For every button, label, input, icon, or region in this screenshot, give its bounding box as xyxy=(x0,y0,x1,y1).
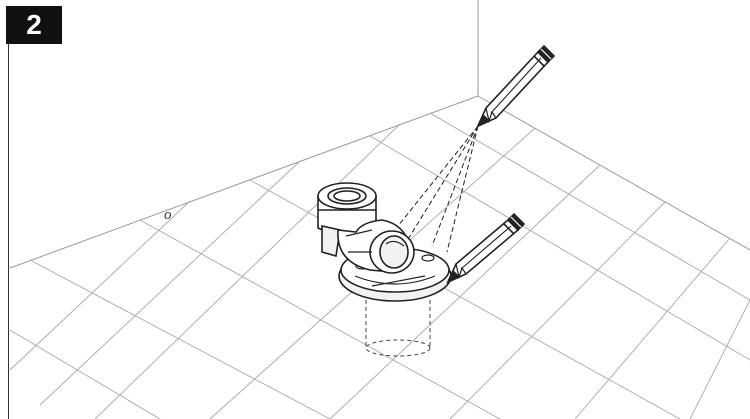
wall-mark-label: o xyxy=(164,207,172,223)
floor-tile-grid xyxy=(9,112,750,419)
pencil-icon xyxy=(476,44,556,128)
drain-elbow-fitting xyxy=(317,182,415,274)
hidden-drain-pipe xyxy=(365,300,431,357)
step-number-badge: 2 xyxy=(6,6,62,44)
pencil-icon xyxy=(446,212,526,284)
frame-border-left xyxy=(8,44,9,419)
marking-guide-lines xyxy=(389,125,479,253)
room-corner xyxy=(9,0,750,269)
